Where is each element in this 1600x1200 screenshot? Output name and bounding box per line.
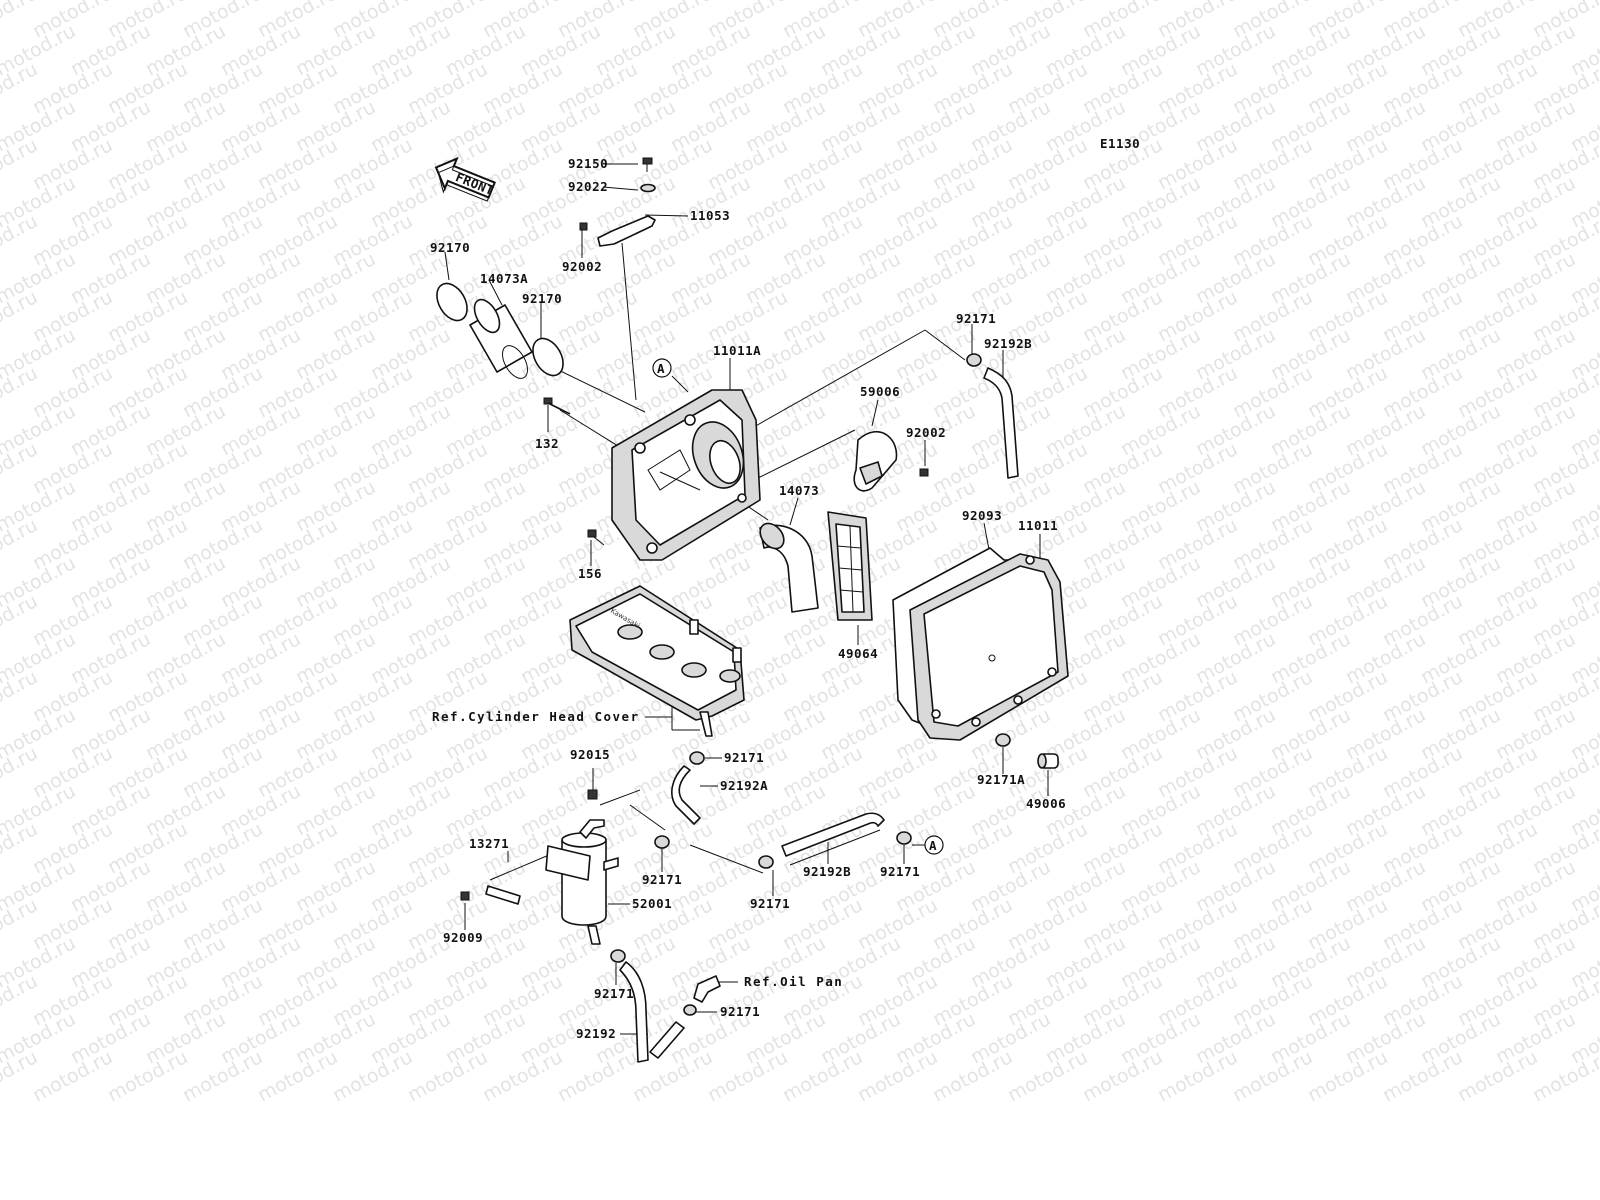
hose-92192A-icon: [671, 765, 701, 825]
label-92192: 92192: [576, 1026, 616, 1041]
label-92192B-top: 92192B: [984, 336, 1032, 351]
label-92002-mid: 92002: [906, 425, 946, 440]
bolt-132-icon: [543, 397, 571, 415]
label-92171-hose: 92171: [750, 896, 790, 911]
label-13271: 13271: [469, 836, 509, 851]
clamp-92170-left-icon: [436, 282, 468, 322]
label-92015: 92015: [570, 747, 610, 762]
label-59006: 59006: [860, 384, 900, 399]
clamp-92171-tank-icon: [654, 835, 670, 849]
screw-92009-icon: [460, 891, 470, 901]
cover-11011-icon: [909, 553, 1069, 741]
label-52001: 52001: [632, 896, 672, 911]
filter-49064-icon: [827, 511, 873, 621]
marker-a-bottom: A: [924, 835, 944, 855]
label-11011A: 11011A: [713, 343, 761, 358]
label-132: 132: [535, 436, 559, 451]
marker-a-top: A: [652, 358, 672, 378]
diagram-code: E1130: [1100, 136, 1140, 151]
label-92170-left: 92170: [430, 240, 470, 255]
label-14073: 14073: [779, 483, 819, 498]
oil-pan-fitting-icon: [693, 975, 721, 1003]
hose-92192B-bottom-icon: [781, 812, 885, 857]
clamp-92171-hose-icon: [758, 855, 774, 869]
nut-92015-icon: [587, 789, 598, 800]
label-92171-right: 92171: [880, 864, 920, 879]
label-92150: 92150: [568, 156, 608, 171]
elbow-14073-icon: [759, 522, 819, 613]
label-92171A: 92171A: [977, 772, 1025, 787]
label-92171-oil: 92171: [720, 1004, 760, 1019]
bolt-92150-icon: [642, 157, 653, 172]
label-92192B-bottom: 92192B: [803, 864, 851, 879]
watermark-text: motod.ru: [1529, 1046, 1600, 1106]
clamp-92171-right-icon: [896, 831, 912, 845]
bolt-156-icon: [587, 529, 605, 546]
label-49006: 49006: [1026, 796, 1066, 811]
label-92171-lower: 92171: [594, 986, 634, 1001]
label-11011: 11011: [1018, 518, 1058, 533]
clamp-92171-head-icon: [689, 751, 705, 765]
label-92002-top: 92002: [562, 259, 602, 274]
label-92170-right: 92170: [522, 291, 562, 306]
bracket-11053-icon: [597, 215, 656, 247]
label-156: 156: [578, 566, 602, 581]
cylinder-head-cover-icon: Kawasaki: [569, 585, 745, 737]
label-92022: 92022: [568, 179, 608, 194]
clamp-92171-lower-icon: [610, 949, 626, 963]
label-14073A: 14073A: [480, 271, 528, 286]
svg-text:A: A: [657, 361, 665, 376]
part-labels: 92150 92022 11053 92002 92170 14073A 921…: [430, 156, 1066, 1041]
label-92171-head: 92171: [724, 750, 764, 765]
label-92171-tank: 92171: [642, 872, 682, 887]
clamp-92170-right-icon: [532, 337, 564, 377]
label-92009: 92009: [443, 930, 483, 945]
washer-92022-icon: [640, 183, 656, 193]
tube-14073A-icon: [469, 298, 533, 379]
hose-92192B-top-icon: [983, 367, 1019, 479]
ref-oil-pan: Ref.Oil Pan: [744, 974, 843, 989]
hose-92192-icon: [619, 961, 685, 1063]
clamp-92171A-icon: [995, 733, 1011, 747]
housing-11011A-icon: [611, 389, 761, 561]
bolt-92002-mid-icon: [919, 468, 929, 477]
label-11053: 11053: [690, 208, 730, 223]
clamp-92171-top-icon: [966, 353, 982, 367]
ref-cylinder-head-cover: Ref.Cylinder Head Cover: [432, 709, 640, 724]
label-92171-top: 92171: [956, 311, 996, 326]
label-92192A: 92192A: [720, 778, 768, 793]
clamp-92171-oil-icon: [683, 1004, 697, 1016]
label-49064: 49064: [838, 646, 878, 661]
label-92093: 92093: [962, 508, 1002, 523]
svg-text:A: A: [929, 838, 937, 853]
plate-59006-icon: [853, 431, 898, 492]
cap-49006-icon: [1037, 753, 1059, 769]
bracket-13271-icon: [485, 845, 591, 905]
bolt-92002-top-icon: [579, 222, 588, 231]
